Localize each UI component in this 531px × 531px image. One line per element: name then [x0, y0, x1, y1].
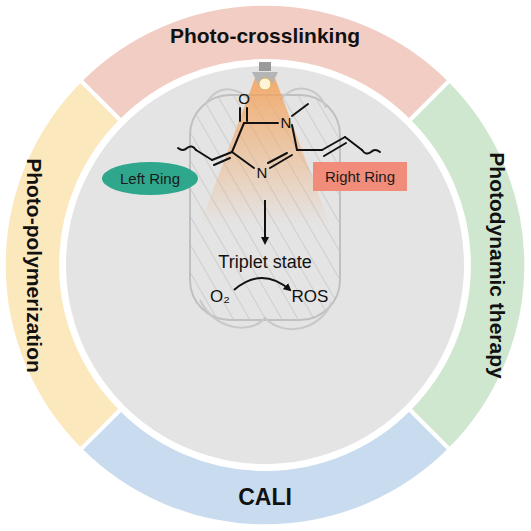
node-text: Photo-crosslinking [170, 25, 360, 46]
right-ring-box: Right Ring [313, 162, 407, 191]
center-disc [66, 66, 464, 464]
molecule-label: ROS [292, 288, 329, 305]
node-text: CALI [238, 486, 292, 509]
ring-sectors [4, 4, 527, 527]
node-text: Photodynamic therapy [486, 152, 507, 378]
application-band: Photodynamic therapy [486, 152, 507, 378]
application-band: Photo-crosslinking [170, 25, 360, 46]
down-arrow [264, 200, 266, 243]
atom-label: O [238, 91, 250, 106]
application-band: CALI [238, 486, 292, 509]
curved-arrow [234, 278, 290, 290]
node-text: Photo-polymerization [24, 158, 45, 373]
node-text: Right Ring [325, 169, 395, 184]
application-band: Photo-polymerization [24, 158, 45, 373]
lamp-icon [252, 62, 278, 90]
node-text: Left Ring [120, 171, 180, 186]
state-label: Triplet state [218, 253, 311, 271]
atom-label: N [281, 115, 292, 130]
left-ring-ellipse: Left Ring [102, 162, 198, 195]
chromophore-structure [178, 104, 380, 168]
atom-label: N [257, 165, 268, 180]
molecule-label: O₂ [210, 288, 230, 305]
